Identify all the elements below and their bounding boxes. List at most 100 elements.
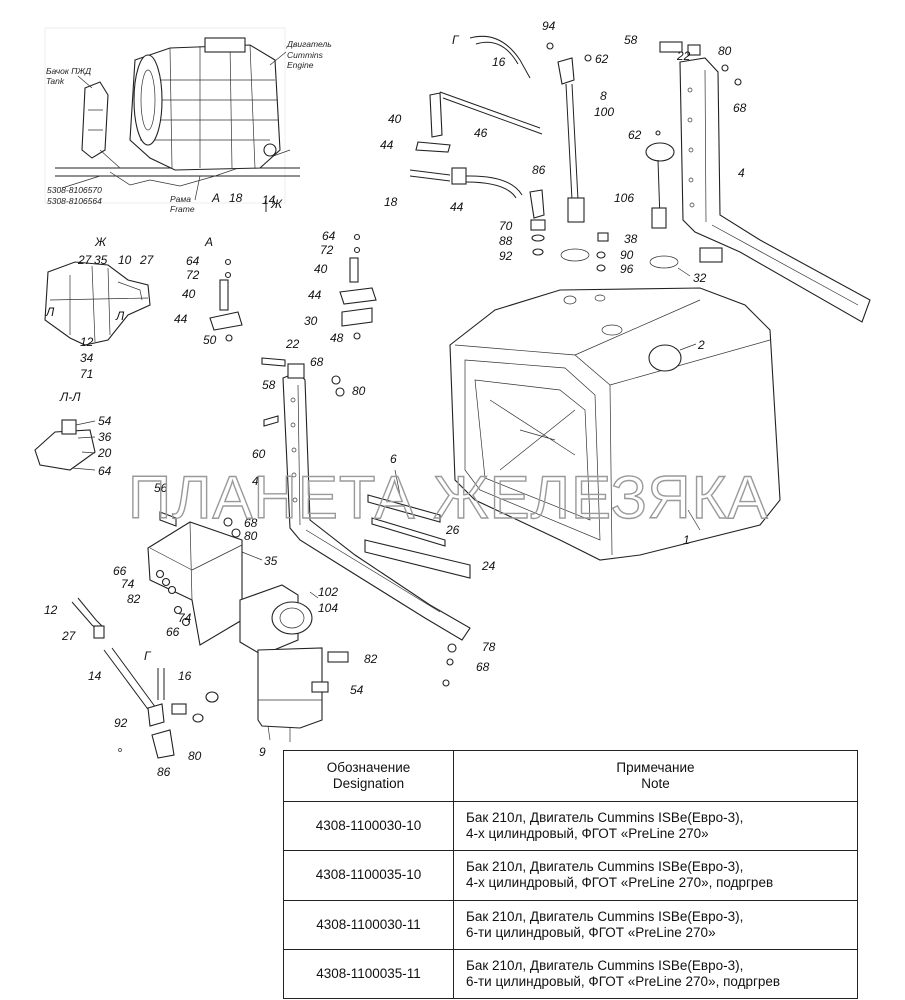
note-line: Бак 210л, Двигатель Cummins ISBe(Евро-3)…: [466, 810, 744, 826]
callout: 18: [384, 195, 398, 209]
note-line: 4-х цилиндровый, ФГОТ «PreLine 270»: [466, 826, 709, 842]
cover-group: 40 44 46: [380, 91, 543, 153]
note-line: Бак 210л, Двигатель Cummins ISBe(Евро-3)…: [466, 957, 744, 973]
callout: 66: [166, 625, 180, 639]
designation-cell: 4308-1100030-10: [283, 800, 454, 852]
inset-engine-ru: Двигатель: [286, 39, 332, 49]
note-line: 6-ти цилиндровый, ФГОТ «PreLine 270»: [466, 924, 716, 940]
right-bracket: 58 22 80 68 4: [624, 33, 871, 323]
callout: 92: [499, 249, 513, 263]
callout: 82: [127, 592, 141, 606]
table-row: 4308-1100035-11 Бак 210л, Двигатель Cumm…: [283, 948, 858, 1000]
inset-engine-cummins: Cummins: [287, 50, 324, 60]
level-sensor: 62 106: [614, 128, 675, 229]
table-header-row: Обозначение Designation Примечание Note: [283, 750, 858, 802]
note-line: Бак 210л, Двигатель Cummins ISBe(Евро-3)…: [466, 859, 744, 875]
note-line: Бак 210л, Двигатель Cummins ISBe(Евро-3)…: [466, 908, 744, 924]
callout: 26: [445, 523, 460, 537]
callout: 58: [262, 378, 276, 392]
designation-cell: 4308-1100035-11: [283, 948, 454, 1000]
callout: 80: [188, 749, 202, 763]
callout: 60: [252, 447, 266, 461]
callout: 35: [94, 253, 108, 267]
callout: 16: [178, 669, 192, 683]
callout: 64: [98, 464, 112, 478]
callout: 102: [318, 585, 338, 599]
callout: 68: [244, 516, 258, 530]
callout: 14: [262, 193, 276, 207]
filter-bracket: 35 56 68 80 66 74 82 66 74 102 104 82 54…: [113, 481, 378, 763]
callout: 30: [304, 314, 318, 328]
note-header: Примечание Note: [453, 750, 858, 802]
callout: 80: [718, 44, 732, 58]
callout: 14: [88, 669, 102, 683]
callout: 44: [174, 312, 188, 326]
callout: 48: [330, 331, 344, 345]
callout: 27: [61, 629, 77, 643]
callout: 70: [499, 219, 513, 233]
view-label: А: [211, 191, 220, 205]
callout: 64: [322, 229, 336, 243]
table-row: 4308-1100035-10 Бак 210л, Двигатель Cumm…: [283, 850, 858, 901]
callout: 82: [364, 652, 378, 666]
callout: 56: [154, 481, 168, 495]
callout: 34: [80, 351, 94, 365]
view-label: Л-Л: [59, 390, 81, 404]
callout: 18: [229, 191, 243, 205]
section-a: А 64 72 40 44 50: [174, 235, 243, 347]
callout: 64: [186, 254, 200, 268]
callout: 44: [308, 288, 322, 302]
view-label: Г: [452, 33, 460, 47]
callout: 27: [77, 253, 93, 267]
callout: 9: [259, 745, 266, 759]
callout: 94: [542, 19, 556, 33]
designation-header-en: Designation: [332, 776, 405, 791]
table-row: 4308-1100030-11 Бак 210л, Двигатель Cumm…: [283, 899, 858, 950]
section-l-l: Л-Л 54 36 20 64: [34, 390, 112, 478]
callout: 68: [733, 101, 747, 115]
callout: 86: [532, 163, 546, 177]
fuel-tank: 2 1 32: [449, 248, 781, 561]
callout: 12: [80, 335, 94, 349]
fuel-hose: 12 27 14 92 86 Г 16: [44, 597, 192, 779]
note-cell: Бак 210л, Двигатель Cummins ISBe(Евро-3)…: [453, 850, 858, 901]
callout: 44: [450, 200, 464, 214]
callout: 22: [676, 49, 691, 63]
view-label: А: [204, 235, 213, 249]
callout: 88: [499, 234, 513, 248]
designation-header-ru: Обозначение: [326, 760, 411, 775]
intake-pipe: Г 16 94 62 8 100: [452, 19, 614, 223]
inset-code-2: 5308-8106564: [47, 196, 102, 206]
view-label: Л: [45, 305, 55, 319]
view-label: Ж: [270, 197, 283, 211]
callout: 24: [481, 559, 496, 573]
note-cell: Бак 210л, Двигатель Cummins ISBe(Евро-3)…: [453, 899, 858, 950]
callout: 36: [98, 430, 112, 444]
callout: 96: [620, 262, 634, 276]
callout: 104: [318, 601, 338, 615]
callout: 71: [80, 367, 93, 381]
callout: 1: [683, 533, 690, 547]
callout: 40: [314, 262, 328, 276]
callout: 80: [352, 384, 366, 398]
callout: 54: [350, 683, 364, 697]
callout: 12: [44, 603, 58, 617]
callout: 22: [285, 337, 300, 351]
callout: 35: [264, 554, 278, 568]
section-zh: Ж 27 35 10 27 Л Л 12 34 71: [44, 235, 155, 381]
callout: 46: [474, 126, 488, 140]
inset-frame-en: Frame: [170, 204, 195, 214]
callout: 86: [157, 765, 171, 779]
callout: 72: [186, 268, 200, 282]
table-row: 4308-1100030-10 Бак 210л, Двигатель Cumm…: [283, 800, 858, 852]
view-label: Л: [115, 309, 125, 323]
callout: 40: [182, 287, 196, 301]
callout: 58: [624, 33, 638, 47]
note-header-ru: Примечание: [616, 760, 695, 775]
callout: 62: [628, 128, 642, 142]
designation-cell: 4308-1100035-10: [283, 850, 454, 901]
callout: 32: [693, 271, 707, 285]
callout: 78: [482, 640, 496, 654]
inset-tank-ru: Бачок ПЖД: [46, 66, 91, 76]
